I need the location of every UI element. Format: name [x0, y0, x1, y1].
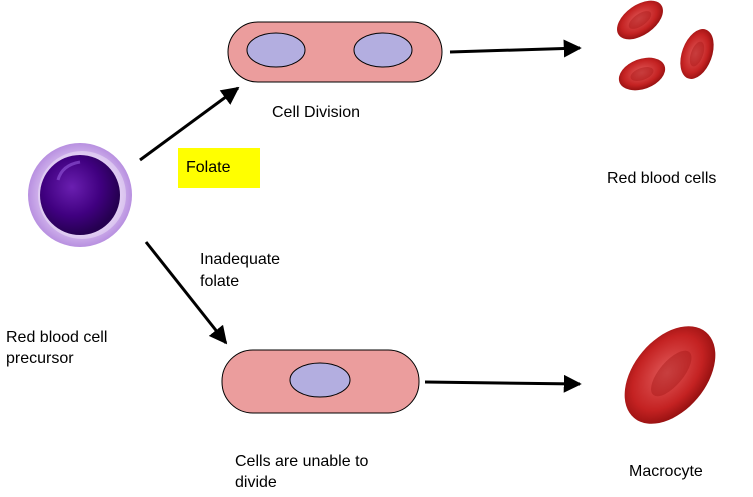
- folate-highlight-box: Folate: [178, 148, 260, 188]
- precursor-label-line1: Red blood cell: [6, 329, 108, 346]
- single-nucleus: [289, 362, 351, 398]
- unable-to-divide-label-line2: divide: [235, 474, 277, 491]
- unable-to-divide-label-line1: Cells are unable to: [235, 453, 369, 470]
- precursor-cell: [28, 143, 132, 247]
- arrow-to-division: [139, 86, 240, 162]
- inadequate-folate-label-line2: folate: [200, 273, 240, 290]
- rbc-1: [617, 0, 663, 40]
- inadequate-folate-label-line1: Inadequate: [200, 251, 281, 268]
- nucleus-left: [246, 32, 306, 68]
- rbc-2: [680, 29, 714, 79]
- arrow-to-rbcs: [449, 39, 582, 58]
- cell-division-label: Cell Division: [272, 104, 361, 121]
- red-blood-cells-group: [617, 0, 714, 91]
- macrocyte-cell: [624, 326, 716, 424]
- macrocyte-label: Macrocyte: [629, 463, 703, 480]
- arrow-to-macrocyte: [424, 374, 582, 393]
- folate-label: Folate: [186, 159, 231, 176]
- nucleus-right: [353, 32, 413, 68]
- red-blood-cells-label: Red blood cells: [607, 170, 717, 187]
- non-dividing-cell: [221, 349, 420, 414]
- arrow-to-failed-division: [144, 241, 228, 345]
- dividing-cell: [227, 21, 443, 83]
- rbc-3: [618, 57, 666, 91]
- precursor-label-line2: precursor: [6, 350, 74, 367]
